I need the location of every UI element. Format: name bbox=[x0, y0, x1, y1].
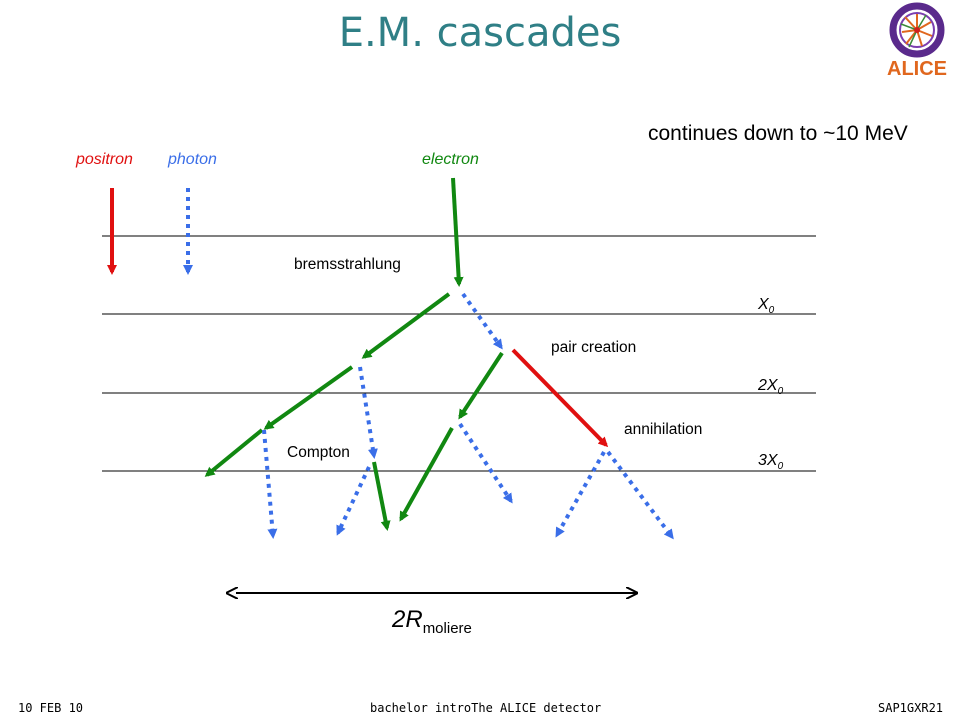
electron-track bbox=[361, 292, 451, 359]
depth-label-x0: X0 bbox=[758, 296, 775, 317]
electron-primary-track bbox=[451, 177, 464, 287]
annihilation-label: annihilation bbox=[624, 421, 703, 438]
electron-track bbox=[204, 428, 264, 477]
photon-track bbox=[555, 451, 606, 538]
footer-course: bachelor introThe ALICE detector bbox=[370, 701, 602, 715]
alice-logo: ALICE bbox=[887, 2, 947, 78]
electron-track bbox=[263, 365, 354, 430]
electron-track bbox=[399, 427, 454, 522]
slide-title: E.M. cascades bbox=[338, 10, 622, 56]
positron-label: positron bbox=[76, 151, 133, 168]
electron-track bbox=[458, 351, 504, 420]
electron-track bbox=[372, 461, 391, 531]
photon-track bbox=[262, 429, 278, 539]
bremsstrahlung-label: bremsstrahlung bbox=[294, 256, 401, 273]
alice-logo-text: ALICE bbox=[887, 58, 947, 78]
depth-label-3x0: 3X0 bbox=[758, 452, 784, 473]
photon-track bbox=[606, 450, 674, 540]
positron-track bbox=[511, 348, 609, 448]
photon-track bbox=[458, 422, 513, 504]
compton-label: Compton bbox=[287, 444, 350, 461]
photon-label: photon bbox=[168, 151, 217, 168]
energy-note: continues down to ~10 MeV bbox=[648, 122, 908, 145]
photon-track bbox=[461, 292, 503, 350]
photon-track bbox=[358, 366, 378, 459]
depth-label-2x0: 2X0 bbox=[758, 377, 784, 398]
footer-date: 10 FEB 10 bbox=[18, 701, 84, 715]
photon-track bbox=[336, 466, 371, 536]
footer-code: SAP1GXR21 bbox=[878, 701, 944, 715]
pair-creation-label: pair creation bbox=[551, 339, 637, 356]
moliere-radius-label: 2Rmoliere bbox=[392, 606, 472, 637]
electron-label: electron bbox=[422, 151, 479, 168]
